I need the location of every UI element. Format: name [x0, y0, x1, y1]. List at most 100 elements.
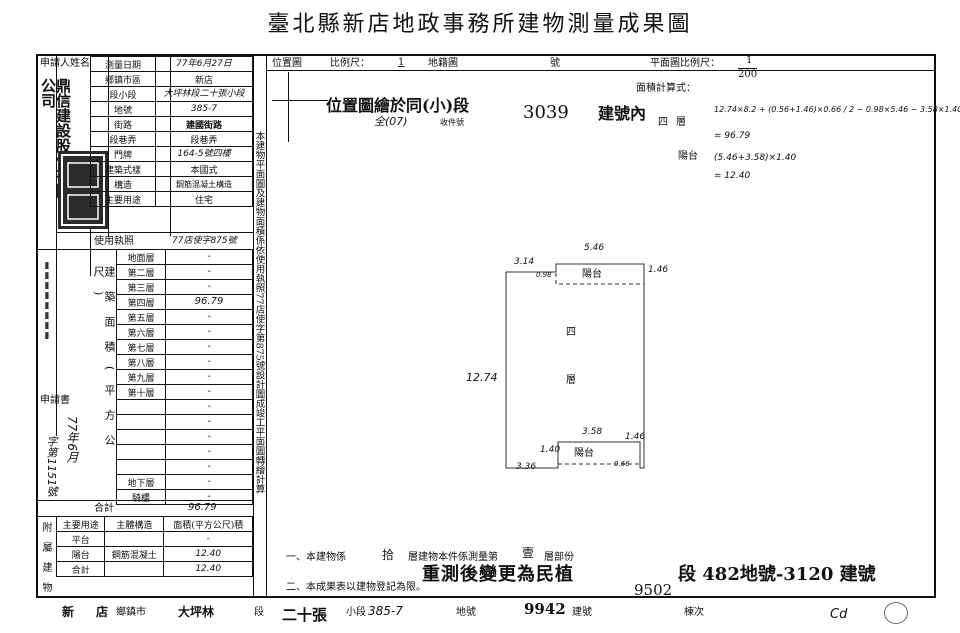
floor-name: 地面層: [116, 249, 166, 265]
attached-total-label: 合計: [55, 561, 106, 577]
location-number: 3039: [523, 102, 569, 123]
floor-name: 第九層: [116, 369, 166, 385]
attached-header: 主要用途: [55, 516, 106, 532]
stamp-notes: ▮▮▮▮▮▮▮▮: [42, 261, 52, 341]
footer-lot: 385-7: [368, 604, 403, 618]
note1-a: 一、本建物係: [286, 552, 346, 563]
usage: 住宅: [194, 195, 213, 206]
floor-row: -: [116, 459, 253, 475]
scale-value: 1: [398, 57, 405, 68]
footer-city-label: 鄉鎮市: [116, 607, 146, 618]
stamp-lot: 段 482地號-3120 建號: [678, 564, 876, 585]
dim-bottom-right: 0.66: [614, 460, 630, 468]
permit-label: 使用執照: [94, 236, 134, 247]
floor-value: -: [165, 399, 253, 415]
street-label: 街路: [113, 120, 132, 131]
floor-name: [116, 414, 166, 430]
divider: [56, 56, 57, 436]
footer-lot-label: 地號: [456, 607, 476, 618]
survey-date-label: 測量日期: [104, 60, 141, 71]
floor-name: 第三層: [116, 279, 166, 295]
floor-name: 騎樓: [116, 489, 166, 505]
street: 建國街路: [185, 120, 222, 131]
style-label: 建築式樣: [104, 165, 141, 176]
calc-balcony-result: = 12.40: [714, 171, 751, 181]
divider: [266, 56, 267, 596]
note1-c: 層建物本件係測量第: [408, 552, 498, 563]
floor-value: -: [165, 474, 253, 490]
attached-struct: 鋼筋混凝土: [104, 546, 165, 562]
note1-e: 層部份: [544, 552, 574, 563]
floor-name: 第十層: [116, 384, 166, 400]
floor-name: [116, 429, 166, 445]
floor-row: 第九層-: [116, 369, 253, 385]
location-suffix: 建號內: [598, 104, 647, 123]
calc-balcony-formula: (5.46+3.58)×1.40: [714, 153, 797, 163]
company-seal: [58, 151, 108, 229]
dim-left-bottom: 1.40: [540, 445, 561, 455]
floor-value: -: [165, 459, 253, 475]
floor-name: 第六層: [116, 324, 166, 340]
floor-row: 第十層-: [116, 384, 253, 400]
circle-mark-icon: [884, 602, 908, 624]
footer-sign: Cd: [830, 607, 848, 622]
floor-value: -: [165, 354, 253, 370]
floor-name: 第七層: [116, 339, 166, 355]
floor-name: [116, 459, 166, 475]
total-label: 合計: [94, 503, 114, 514]
floor-value: -: [165, 339, 253, 355]
floor-value: -: [165, 414, 253, 430]
attached-header: 面積(平方公尺)積: [163, 516, 253, 532]
location-text: 位置圖繪於同(小)段: [326, 96, 470, 115]
location-handwritten: 全(07): [374, 115, 408, 128]
permit: 77店使字875號: [172, 236, 237, 246]
location-crosshair: [288, 72, 289, 142]
land-map-label: 地籍圖: [428, 58, 458, 69]
dim-corner: 0.98: [536, 271, 552, 279]
footer-section-label: 段: [254, 607, 264, 618]
footer-subsection: 二十張: [282, 606, 328, 624]
plan-scale-label: 平面圖比例尺：: [650, 58, 720, 69]
note1-b: 拾: [382, 548, 395, 562]
stamp-text: 重測後變更為民植: [422, 564, 574, 585]
attached-header-row: 主要用途主體構造面積(平方公尺)積: [55, 516, 253, 532]
floor-value: -: [165, 324, 253, 340]
location-crosshair: [272, 100, 328, 101]
floor-name: 第八層: [116, 354, 166, 370]
floor-row: 第七層-: [116, 339, 253, 355]
location-map-label: 位置圖: [272, 58, 302, 69]
floor-name: 地下層: [116, 474, 166, 490]
divider: [253, 56, 254, 596]
dim-top-left: 3.14: [514, 257, 535, 267]
floor-row: 第二層-: [116, 264, 253, 280]
dim-bottom-inner: 3.58: [582, 427, 603, 437]
calc-floor-label: 四層: [658, 117, 694, 128]
floor-row: 地下層-: [116, 474, 253, 490]
floor-value: -: [165, 384, 253, 400]
floor-row: -: [116, 444, 253, 460]
note2: 二、本成果表以建物登記為限。: [286, 582, 426, 593]
floor-row: 第三層-: [116, 279, 253, 295]
lot-label: 地號: [113, 105, 132, 116]
floor-row: 第五層-: [116, 309, 253, 325]
floor-row: -: [116, 399, 253, 415]
application-label: 申請書: [40, 395, 70, 406]
dim-right-bottom: 1.46: [625, 432, 646, 442]
attached-struct: [104, 531, 165, 547]
survey-date: 77年6月27日: [176, 58, 232, 69]
floor-name: 第五層: [116, 309, 166, 325]
floor-row: -: [116, 429, 253, 445]
application-date: 77年6月: [65, 416, 79, 463]
attached-area: -: [163, 531, 253, 547]
floor-value: 96.79: [165, 294, 253, 310]
note1-d: 壹: [522, 546, 535, 560]
floor-value: -: [165, 429, 253, 445]
plan-scale: 1: [746, 55, 753, 66]
balcony-top: [555, 263, 645, 285]
floor-value: -: [165, 444, 253, 460]
footer-office: 店: [96, 605, 109, 619]
